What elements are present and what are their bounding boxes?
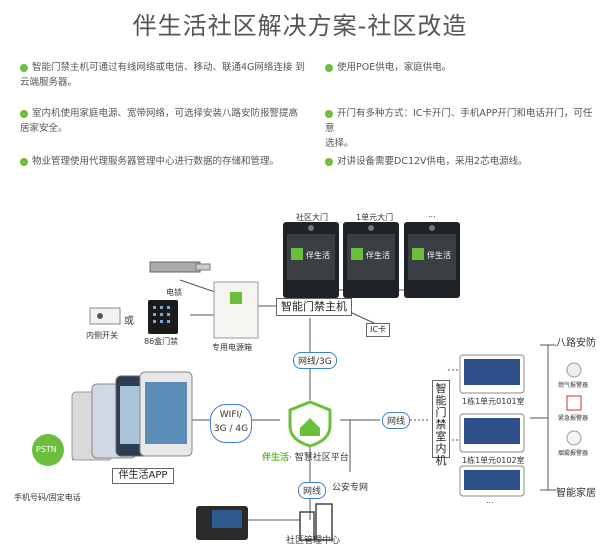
gate-label-2: 1单元大门 — [356, 213, 394, 222]
netline-bottom-label: 网线 — [298, 482, 327, 499]
feature-2: 使用POE供电，家庭供电。 — [325, 60, 595, 75]
wifi-line-1: WIFI/ — [219, 410, 243, 420]
phone-label: 手机号码/固定电话 — [14, 493, 81, 502]
bullet-icon — [20, 109, 28, 118]
pstn-label: PSTN — [36, 445, 57, 454]
desk-phone-icon — [196, 506, 248, 540]
smoke-alarm-icon — [566, 430, 582, 446]
screen-brand-2: 伴生活 — [366, 251, 390, 260]
smarthome-label: 智能家居 — [556, 488, 596, 499]
wifi-line-2: 3G / 4G — [213, 424, 249, 434]
emergency-alarm-icon — [566, 395, 582, 411]
feature-text: 开门有多种方式：IC卡开门、手机APP开门和电话开门，可任 意 — [325, 108, 593, 134]
property-label: 社区管理中心 — [286, 536, 341, 546]
building-icon — [299, 503, 333, 541]
gas-alarm-label: 燃气报警器 — [558, 382, 589, 389]
feature-5: 物业管理使用代理服务器管理中心进行数据的存储和管理。 — [20, 154, 310, 169]
electric-lock-label: 电锁 — [166, 288, 182, 297]
feature-text: 选择。 — [325, 138, 354, 149]
platform-shield-icon — [288, 400, 332, 448]
indoor-room-3: ... — [486, 496, 494, 505]
feature-text: 智能门禁主机可通过有线网络或电信、移动、联通4G网络连接 到 — [32, 62, 305, 73]
feature-3: 室内机使用家庭电源、宽带网络，可选择安装八路安防报警提高 居家安全。 — [20, 106, 310, 136]
net3g-label: 网线/3G — [293, 352, 337, 369]
feature-text: 云端服务器。 — [20, 77, 78, 88]
door86-label: 86盒门禁 — [144, 337, 179, 346]
feature-text: 室内机使用家庭电源、宽带网络，可选择安装八路安防报警提高 — [32, 108, 299, 119]
indoor-unit-1 — [459, 354, 525, 394]
feature-text: 使用POE供电，家庭供电。 — [337, 62, 452, 73]
police-label: 公安专网 — [332, 483, 369, 493]
platform-brand: 伴生活 — [262, 453, 290, 463]
feature-text: 居家安全。 — [20, 123, 68, 134]
gate-screen-3 — [404, 222, 460, 298]
bullet-icon — [20, 157, 28, 166]
screen-brand-3: 伴生活 — [427, 251, 451, 260]
page-title: 伴生活社区解决方案-社区改造 — [132, 12, 468, 40]
wifi-bubble: WIFI/ 3G / 4G — [210, 404, 252, 443]
feature-text: 对讲设备需要DC12V供电，采用2芯电源线。 — [337, 156, 528, 167]
bullet-icon — [20, 63, 28, 72]
gate-label-3: ... — [428, 210, 436, 219]
bullet-icon — [325, 109, 333, 118]
feature-6: 对讲设备需要DC12V供电，采用2芯电源线。 — [325, 154, 595, 169]
indoor-room-1: 1栋1单元0101室 — [462, 397, 525, 406]
indoor-unit-label: 智能门禁室内机 — [435, 382, 447, 467]
bullet-icon — [325, 63, 333, 72]
alarm8-label: 八路安防 — [556, 338, 596, 349]
screen-brand-1: 伴生活 — [306, 251, 330, 260]
power-box-icon — [213, 281, 259, 339]
phones-icon — [71, 371, 193, 461]
emergency-alarm-label: 紧急报警器 — [558, 415, 589, 422]
door86-icon — [148, 300, 178, 334]
indoor-unit-2 — [459, 413, 525, 453]
gate-screen-1 — [283, 222, 339, 298]
exit-switch-icon — [89, 307, 121, 325]
ic-card-box: IC卡 — [366, 323, 390, 337]
exit-switch-label: 内侧开关 — [86, 331, 118, 340]
platform-text: · 智慧社区平台 — [289, 453, 349, 463]
feature-4: 开门有多种方式：IC卡开门、手机APP开门和电话开门，可任 意 选择。 — [325, 106, 595, 151]
access-host-box: 智能门禁主机 — [276, 298, 352, 316]
indoor-room-2: 1栋1单元0102室 — [462, 456, 525, 465]
power-box-label: 专用电源箱 — [212, 343, 252, 352]
indoor-unit-3 — [459, 465, 525, 497]
indoor-unit-box: 智能门禁室内机 — [432, 380, 450, 467]
pstn-icon — [32, 434, 64, 466]
app-box: 伴生活APP — [112, 468, 174, 484]
electric-lock-icon — [149, 261, 211, 273]
smoke-alarm-label: 烟雾报警器 — [558, 450, 589, 457]
netline-right-label: 网线 — [382, 412, 411, 429]
feature-1: 智能门禁主机可通过有线网络或电信、移动、联通4G网络连接 到 云端服务器。 — [20, 60, 310, 90]
gas-alarm-icon — [566, 362, 582, 378]
feature-text: 物业管理使用代理服务器管理中心进行数据的存储和管理。 — [32, 156, 280, 167]
gate-label-1: 社区大门 — [296, 213, 328, 222]
gate-screen-2 — [343, 222, 399, 298]
or-label: 或 — [124, 316, 134, 327]
platform-label: 伴生活· 智慧社区平台 — [262, 450, 349, 463]
bullet-icon — [325, 157, 333, 166]
